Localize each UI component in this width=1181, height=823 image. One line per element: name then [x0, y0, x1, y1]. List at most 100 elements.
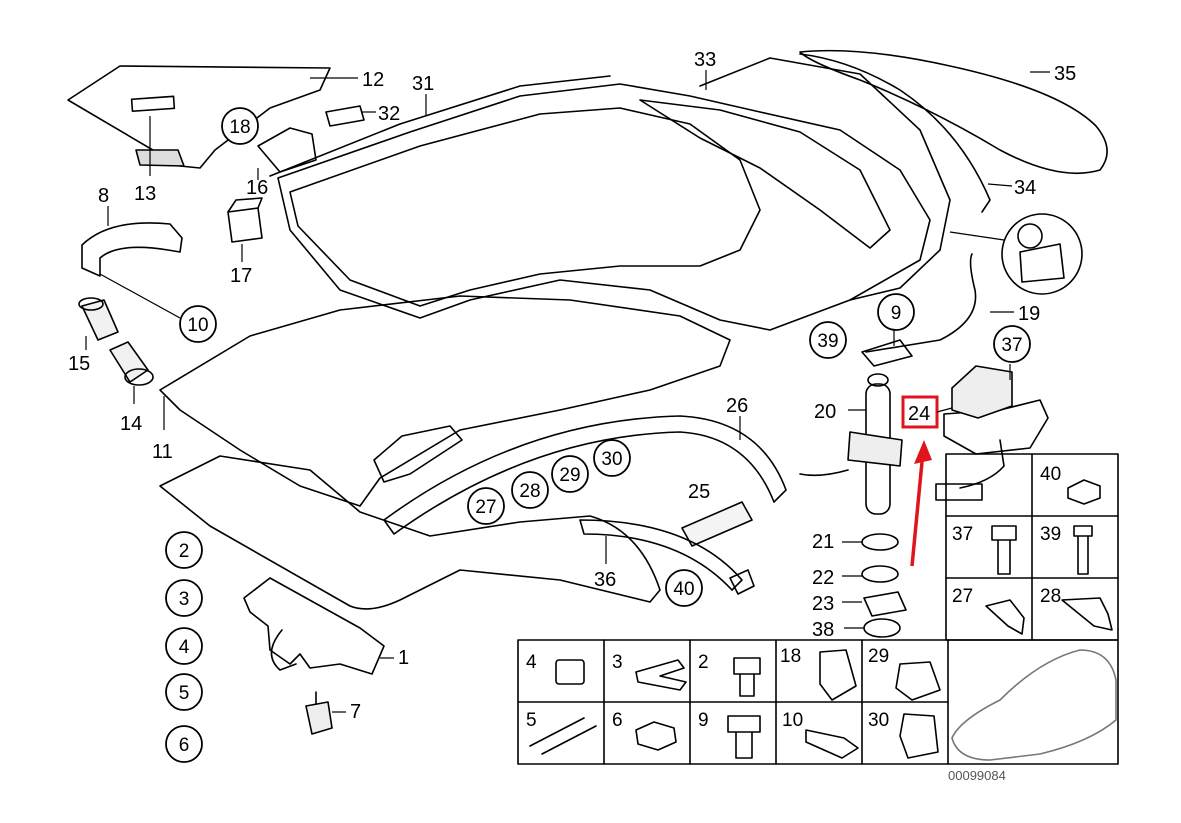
circled-callout-label-10: 10 — [187, 315, 208, 336]
highlight-arrowhead — [914, 440, 932, 464]
circled-callout-2 — [165, 531, 203, 569]
callout-24-label: 24 — [908, 403, 930, 425]
circled-callout-label-2: 2 — [179, 541, 190, 562]
bolt-37 — [991, 525, 1017, 575]
circled-callout-9 — [877, 293, 915, 331]
grid-right-label-28: 28 — [1040, 586, 1061, 607]
circled-callout-5 — [165, 673, 203, 711]
washer-22 — [861, 565, 899, 583]
washer-21 — [861, 533, 899, 551]
highlighted-callout-24: 24 — [901, 395, 953, 567]
callout-7: 7 — [350, 701, 361, 723]
switch-17-top — [227, 197, 263, 213]
seal-detail-bulb — [1017, 223, 1043, 249]
motor-24-plug — [935, 483, 983, 501]
plug-15 — [81, 299, 119, 341]
grid-bottom-label-3: 3 — [612, 652, 623, 673]
callout-11: 11 — [152, 441, 173, 463]
circled-callout-3 — [165, 579, 203, 617]
cable-19 — [865, 253, 977, 353]
latch-1 — [243, 577, 385, 675]
headliner-11 — [159, 295, 731, 507]
highlight-arrow — [910, 461, 924, 567]
circled-callout-30 — [593, 439, 631, 477]
circled-callout-label-39: 39 — [817, 331, 838, 352]
rear-glass-35 — [799, 49, 1108, 175]
trim-36-end — [729, 569, 755, 595]
circled-callout-label-9: 9 — [891, 303, 902, 324]
callout-26: 26 — [726, 395, 748, 417]
grid-bottom-label-18: 18 — [780, 646, 801, 667]
clip-27 — [985, 599, 1025, 635]
trim-36 — [579, 519, 743, 591]
grid-right-label-37: 37 — [952, 524, 973, 545]
grid-bottom-label-6: 6 — [612, 710, 623, 731]
grid-bottom-label-10: 10 — [782, 710, 803, 731]
nut-40 — [1067, 479, 1101, 505]
clip-30 — [899, 713, 939, 759]
grid-right-label-27: 27 — [952, 586, 973, 607]
latch-hook — [270, 629, 297, 671]
plug-15-cap — [78, 297, 104, 311]
headliner-panel — [67, 65, 331, 169]
pad-25 — [681, 501, 753, 547]
lamp-13 — [135, 149, 185, 167]
circled-callout-27 — [467, 487, 505, 525]
clip-4 — [555, 659, 585, 685]
callout-1: 1 — [398, 647, 409, 669]
bolt-7 — [305, 701, 333, 735]
callout-25: 25 — [688, 481, 710, 503]
circled-callout-label-27: 27 — [475, 497, 496, 518]
circled-callout-label-5: 5 — [179, 683, 190, 704]
grid-bottom-label-9: 9 — [698, 710, 709, 731]
switch-17 — [227, 207, 263, 243]
callout-32: 32 — [378, 103, 400, 125]
circled-callout-37 — [993, 325, 1031, 363]
actuator-20-wire — [799, 469, 849, 477]
callout-15: 15 — [68, 353, 90, 375]
hardtop-roof-inner — [289, 107, 761, 307]
callout-19: 19 — [1018, 303, 1040, 325]
clip-32 — [325, 105, 365, 127]
motor-24-housing — [951, 365, 1013, 419]
hardtop-window-frame — [639, 99, 891, 249]
callout-14: 14 — [120, 413, 142, 435]
bolt-39 — [1073, 525, 1093, 575]
actuator-20-harness — [847, 431, 903, 467]
plug-14 — [109, 341, 149, 383]
callout-8: 8 — [98, 185, 109, 207]
plate-23 — [863, 591, 907, 617]
grid-bottom-label-30: 30 — [868, 710, 889, 731]
callout-12: 12 — [362, 69, 384, 91]
circled-callout-label-37: 37 — [1001, 335, 1022, 356]
seal-detail-profile — [1019, 243, 1065, 283]
callout-20: 20 — [814, 401, 836, 423]
clip-18 — [819, 649, 857, 701]
callout-21: 21 — [812, 531, 834, 553]
circled-callout-10 — [179, 305, 217, 343]
circled-callout-29 — [551, 455, 589, 493]
nut-6 — [635, 721, 677, 751]
circled-callout-39 — [809, 321, 847, 359]
circled-callout-28 — [511, 471, 549, 509]
grid-bottom-label-5: 5 — [526, 710, 537, 731]
circled-callout-label-4: 4 — [179, 637, 190, 658]
circled-callout-label-3: 3 — [179, 589, 190, 610]
callout-31: 31 — [412, 73, 434, 95]
grid-bottom-label-4: 4 — [526, 652, 537, 673]
leader-10 — [99, 273, 181, 319]
circled-callout-6 — [165, 725, 203, 763]
callout-33: 33 — [694, 49, 716, 71]
bolt-9 — [727, 715, 761, 759]
circled-callout-label-6: 6 — [179, 735, 190, 756]
callout-36: 36 — [594, 569, 616, 591]
callout-labels: 1781112131415161719202122232526313233343… — [68, 49, 1076, 723]
seal-34 — [799, 53, 991, 213]
screw-10 — [805, 729, 859, 759]
callout-17: 17 — [230, 265, 252, 287]
callout-22: 22 — [812, 567, 834, 589]
callout-35: 35 — [1054, 63, 1076, 85]
circled-callout-40 — [665, 569, 703, 607]
